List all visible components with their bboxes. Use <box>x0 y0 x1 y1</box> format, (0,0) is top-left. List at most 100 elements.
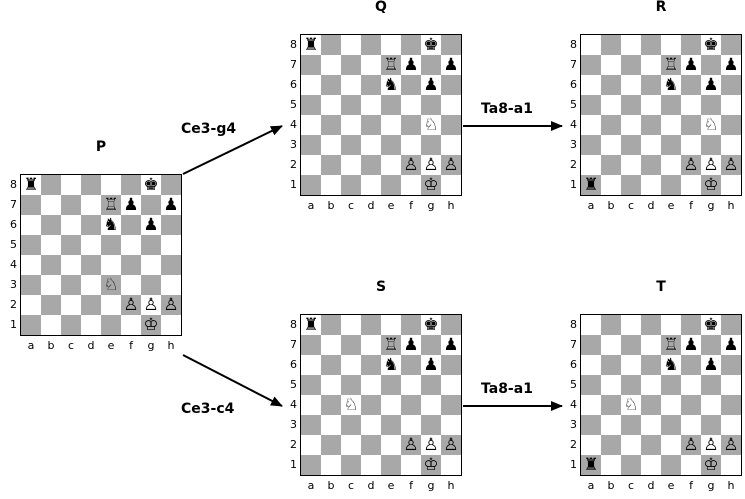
square-e2 <box>661 435 681 455</box>
square-h3 <box>441 415 461 435</box>
square-e2 <box>661 155 681 175</box>
black-pawn-icon: ♟ <box>403 335 419 355</box>
square-a5 <box>581 95 601 115</box>
black-pawn-icon: ♟ <box>723 335 739 355</box>
move-label-q-r: Ta8-a1 <box>481 101 533 117</box>
square-a7 <box>301 335 321 355</box>
white-rook-icon: ♖ <box>663 55 679 75</box>
white-king-icon: ♔ <box>703 175 719 195</box>
file-label: a <box>587 479 595 492</box>
rank-label: 3 <box>570 418 577 431</box>
square-f5 <box>401 95 421 115</box>
square-a7 <box>581 55 601 75</box>
white-king-icon: ♔ <box>423 455 439 475</box>
square-f7: ♟ <box>401 55 421 75</box>
white-pawn-icon: ♙ <box>423 435 439 455</box>
square-d3 <box>81 275 101 295</box>
square-b4 <box>321 395 341 415</box>
square-c6 <box>341 355 361 375</box>
square-b4 <box>601 395 621 415</box>
square-g1: ♔ <box>701 175 721 195</box>
square-g1: ♔ <box>421 455 441 475</box>
square-a5 <box>301 95 321 115</box>
square-f8 <box>401 315 421 335</box>
square-c1 <box>341 455 361 475</box>
square-f6 <box>681 75 701 95</box>
square-f4 <box>401 395 421 415</box>
square-a4 <box>581 115 601 135</box>
square-e7: ♖ <box>661 55 681 75</box>
rank-label: 8 <box>570 318 577 331</box>
arrow-p-to-s <box>182 354 283 407</box>
file-label: g <box>707 479 715 492</box>
square-c4: ♘ <box>341 395 361 415</box>
square-b7 <box>321 55 341 75</box>
square-a5 <box>301 375 321 395</box>
black-pawn-icon: ♟ <box>403 55 419 75</box>
file-label: e <box>387 479 395 492</box>
square-g6: ♟ <box>421 75 441 95</box>
square-b7 <box>601 335 621 355</box>
square-c1 <box>621 175 641 195</box>
file-label: d <box>367 479 375 492</box>
square-c8 <box>61 175 81 195</box>
square-f2: ♙ <box>121 295 141 315</box>
square-h5 <box>441 95 461 115</box>
square-b3 <box>321 415 341 435</box>
square-g4 <box>701 395 721 415</box>
black-rook-icon: ♜ <box>583 455 599 475</box>
square-c8 <box>341 315 361 335</box>
square-b2 <box>321 155 341 175</box>
square-c8 <box>621 35 641 55</box>
black-rook-icon: ♜ <box>303 35 319 55</box>
square-f1 <box>681 455 701 475</box>
square-f5 <box>681 95 701 115</box>
square-g4: ♘ <box>701 115 721 135</box>
square-h4 <box>441 395 461 415</box>
square-a6 <box>301 75 321 95</box>
square-a8: ♜ <box>301 315 321 335</box>
file-label: h <box>447 479 455 492</box>
square-b5 <box>601 95 621 115</box>
square-e6: ♞ <box>101 215 121 235</box>
square-d7 <box>361 55 381 75</box>
square-f3 <box>401 135 421 155</box>
square-d7 <box>641 335 661 355</box>
rank-label: 4 <box>290 398 297 411</box>
file-label: d <box>647 199 655 212</box>
rank-label: 2 <box>290 438 297 451</box>
rank-label: 7 <box>10 198 17 211</box>
rank-label: 4 <box>570 398 577 411</box>
square-f6 <box>121 215 141 235</box>
square-g6: ♟ <box>701 75 721 95</box>
rank-label: 6 <box>570 358 577 371</box>
rank-label: 4 <box>10 258 17 271</box>
square-h3 <box>721 415 741 435</box>
square-g8: ♚ <box>421 315 441 335</box>
board-title: P <box>95 139 107 155</box>
square-a2 <box>301 155 321 175</box>
square-c2 <box>341 155 361 175</box>
square-h6 <box>161 215 181 235</box>
square-d7 <box>361 335 381 355</box>
file-label: c <box>347 199 355 212</box>
black-pawn-icon: ♟ <box>143 215 159 235</box>
square-c1 <box>341 175 361 195</box>
rank-label: 2 <box>290 158 297 171</box>
rank-label: 7 <box>290 338 297 351</box>
square-g4 <box>421 395 441 415</box>
square-b4 <box>601 115 621 135</box>
file-label: f <box>129 339 133 352</box>
square-b5 <box>321 375 341 395</box>
square-a2 <box>301 435 321 455</box>
square-g1: ♔ <box>141 315 161 335</box>
square-g4: ♘ <box>421 115 441 135</box>
square-h4 <box>721 115 741 135</box>
square-g3 <box>141 275 161 295</box>
square-f8 <box>681 315 701 335</box>
square-e8 <box>661 315 681 335</box>
square-b6 <box>41 215 61 235</box>
square-d2 <box>641 435 661 455</box>
square-e2 <box>101 295 121 315</box>
white-rook-icon: ♖ <box>383 335 399 355</box>
